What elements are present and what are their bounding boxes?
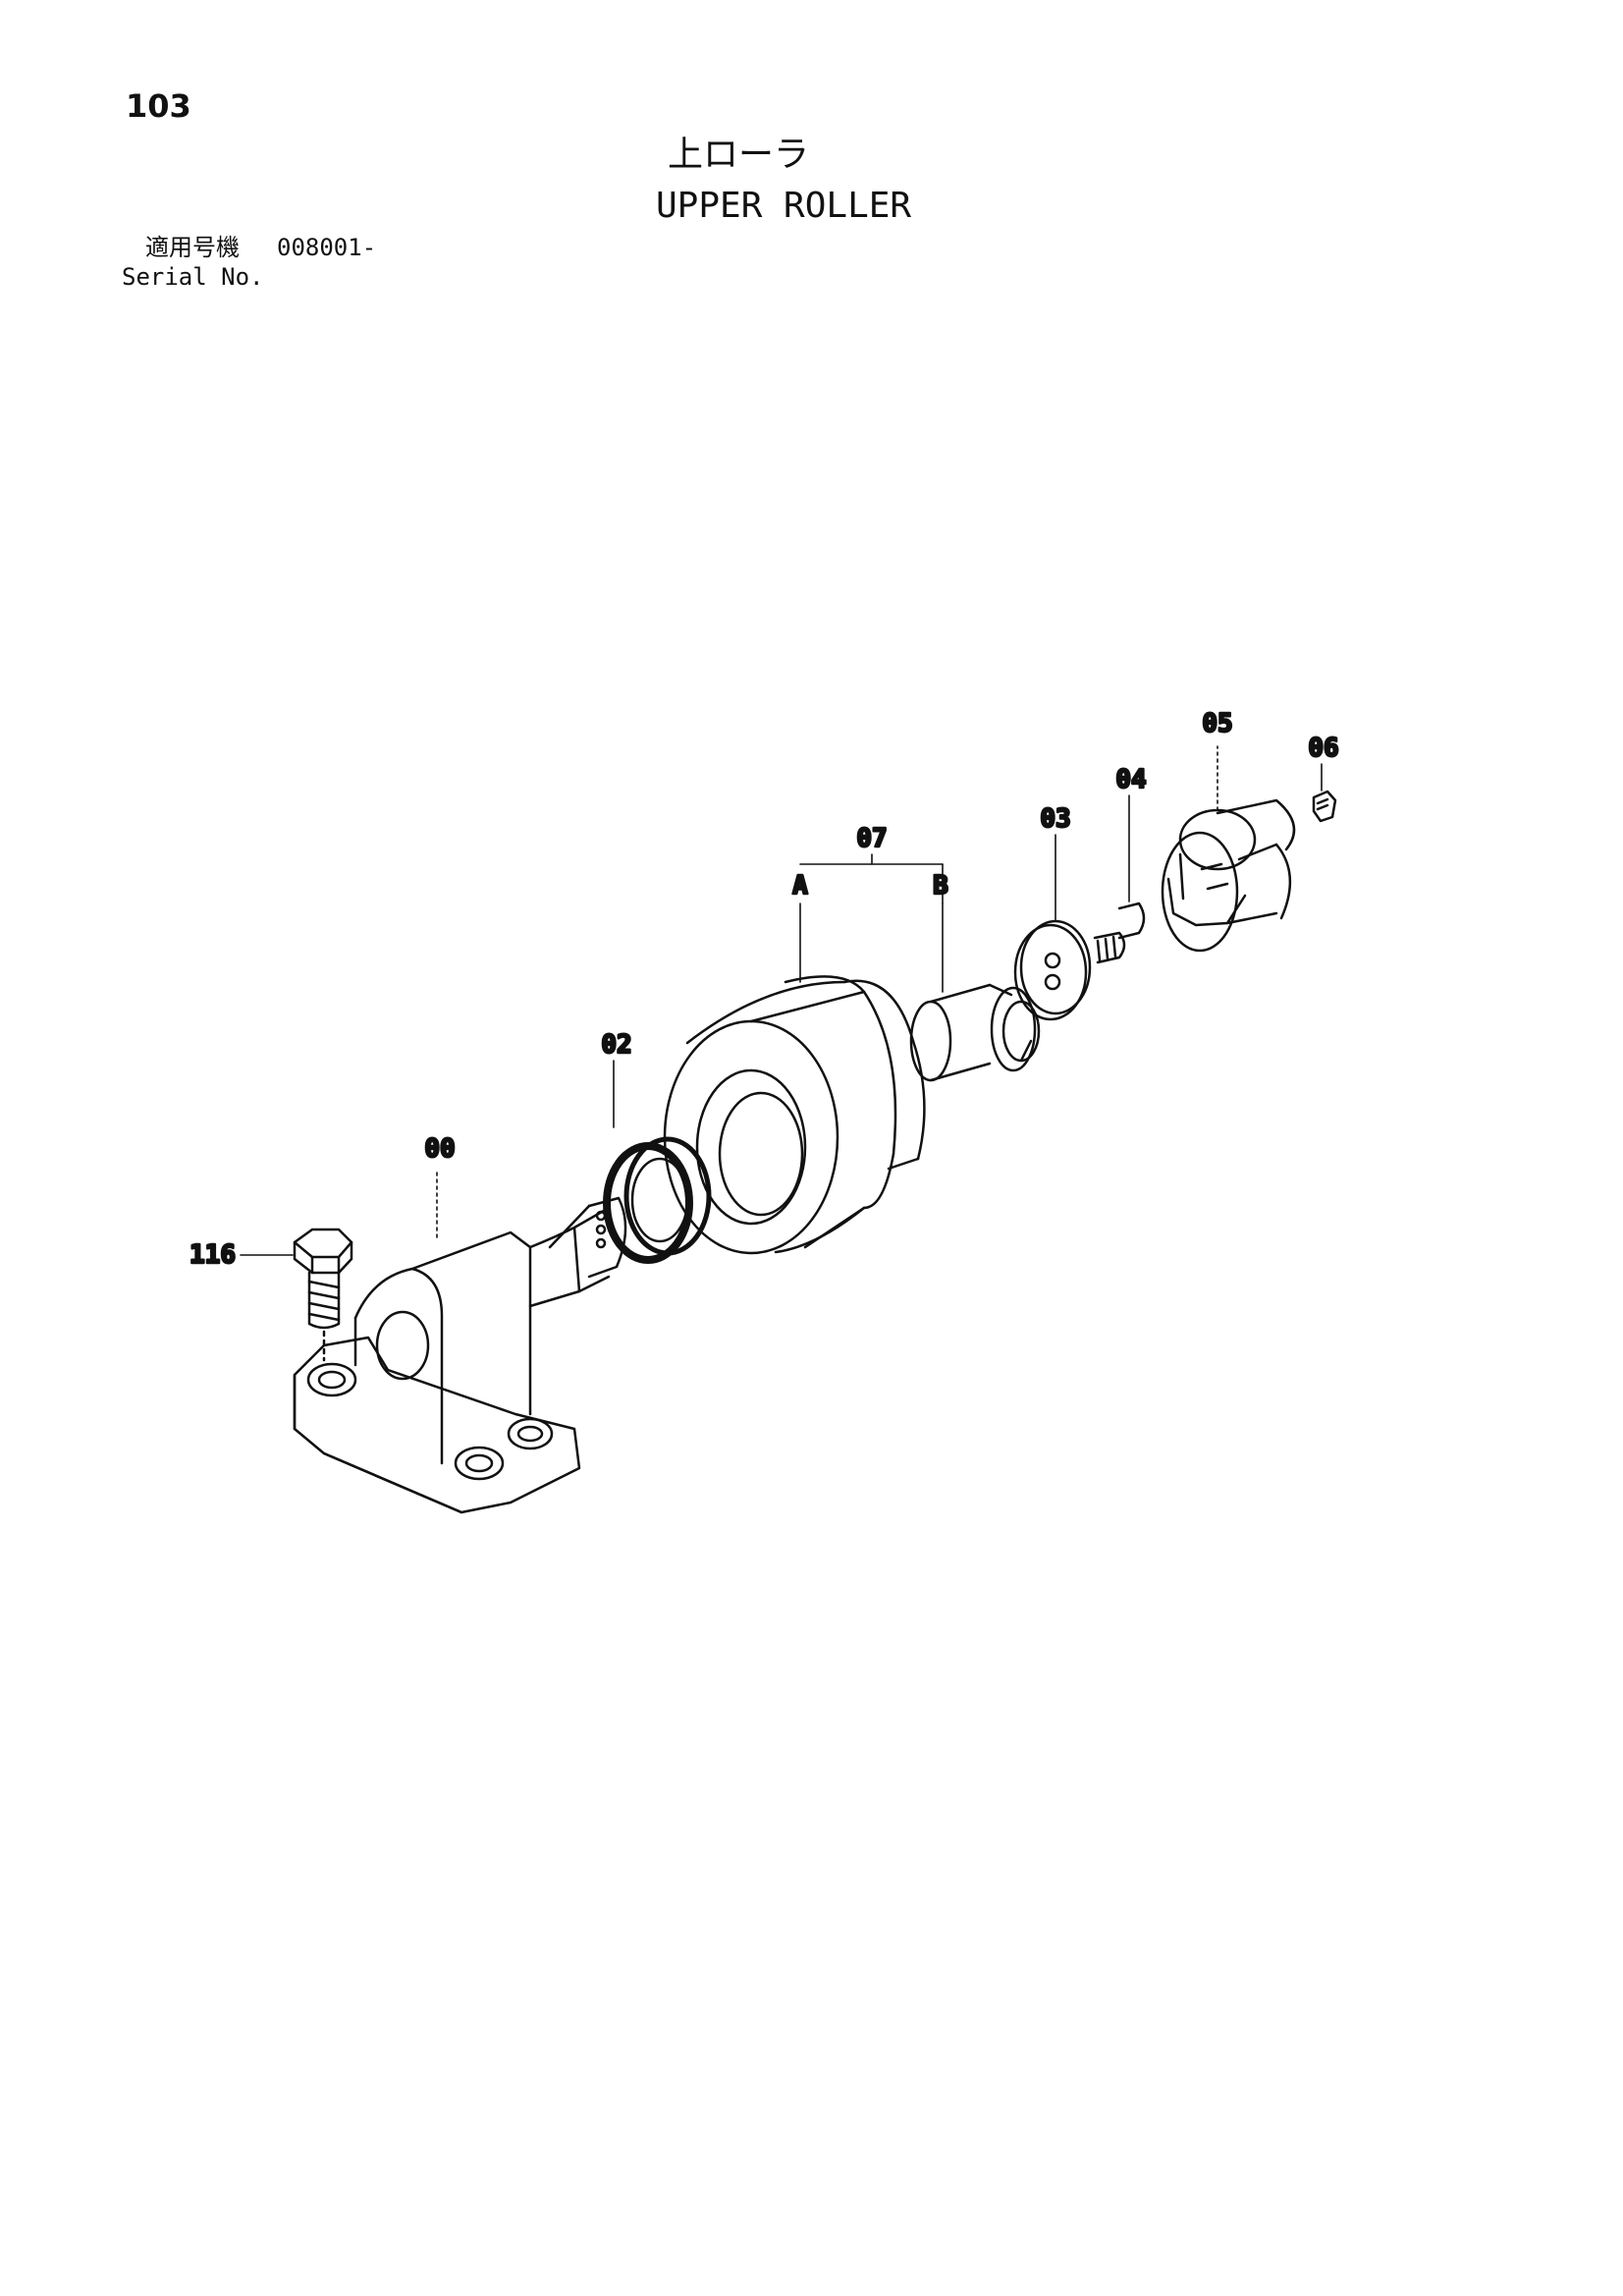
page-number: 103 <box>126 87 191 125</box>
callout-03: 03 <box>1040 804 1070 834</box>
part-04-bolt[interactable] <box>1093 902 1146 964</box>
serial-number-value: 008001- <box>277 234 377 261</box>
callout-04: 04 <box>1115 765 1146 794</box>
serial-label-japanese: 適用号機 <box>145 234 240 261</box>
part-116-bolt[interactable] <box>293 1228 353 1362</box>
part-05-cap[interactable] <box>1161 798 1296 953</box>
page-title: UPPER ROLLER <box>656 186 912 226</box>
page-title-japanese: 上ローラ <box>668 135 810 175</box>
part-02-seal[interactable] <box>603 1136 712 1264</box>
callout-02: 02 <box>601 1030 631 1060</box>
part-06-plug[interactable] <box>1312 790 1337 823</box>
callout-116: 116 <box>189 1240 236 1270</box>
leader-lines <box>240 745 1323 1256</box>
serial-label: Serial No. <box>122 263 264 291</box>
part-03-plate[interactable] <box>1013 919 1092 1021</box>
callout-07: 07 <box>856 824 887 853</box>
callout-00: 00 <box>424 1134 455 1164</box>
callout-b: B <box>933 871 948 901</box>
callout-05: 05 <box>1202 709 1232 738</box>
part-07a-roller[interactable] <box>663 975 926 1255</box>
callout-a: A <box>792 871 808 901</box>
callout-06: 06 <box>1308 734 1338 763</box>
part-07b-bushing[interactable] <box>909 983 1041 1082</box>
part-00-bracket[interactable] <box>293 1196 627 1514</box>
